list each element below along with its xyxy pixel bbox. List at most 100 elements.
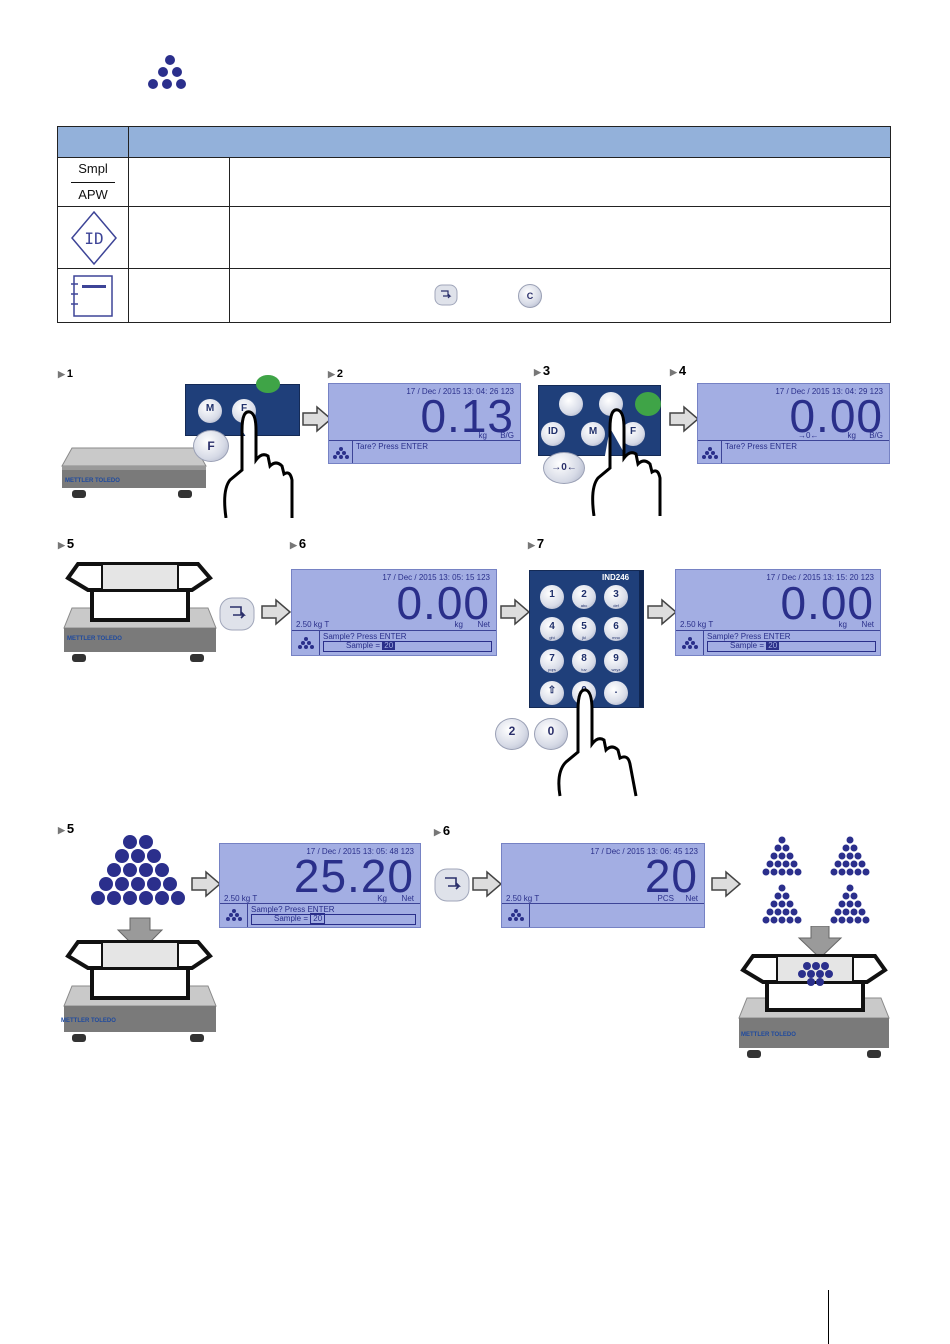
keypad-fragment: ID M F <box>538 385 661 456</box>
digit-0-button[interactable]: 0 <box>534 718 568 750</box>
piece-dot <box>850 844 858 852</box>
center-of-zero-indicator: →0← <box>798 431 819 440</box>
piece-dot <box>854 868 862 876</box>
display-timestamp: 17 / Dec / 2015 13: 05: 15 123 <box>382 573 490 582</box>
sample-value: 20 <box>766 641 780 650</box>
piece-dot <box>786 900 794 908</box>
zero-button[interactable]: →0← <box>543 452 585 484</box>
sample-pieces-icon <box>91 835 185 905</box>
arrow-right-icon <box>261 598 292 626</box>
brand-label: METTLER TOLEDO <box>65 478 120 484</box>
pointing-hand-icon <box>591 408 662 516</box>
clear-key-icon: C <box>518 284 542 308</box>
arrow-right-icon <box>191 870 222 898</box>
piece-dot <box>842 860 850 868</box>
display-prompt: Sample? Press ENTER <box>323 632 407 641</box>
step-label-7: ▶7 <box>528 536 545 551</box>
function-button[interactable]: F <box>193 430 229 462</box>
display-prompt: Sample? Press ENTER <box>251 905 335 914</box>
piece-dot <box>762 868 770 876</box>
piece-dot <box>838 868 846 876</box>
piece-count-icon <box>682 637 698 649</box>
lcd-display: 17 / Dec / 2015 13: 15: 20 123 0.00 2.50… <box>675 569 881 656</box>
pointing-hand-icon <box>557 688 638 797</box>
piece-dot <box>770 900 778 908</box>
svg-text:METTLER TOLEDO: METTLER TOLEDO <box>741 1032 796 1038</box>
piece-dot <box>782 860 790 868</box>
display-tare: 2.50 kg T <box>506 894 540 903</box>
svg-text:METTLER TOLEDO: METTLER TOLEDO <box>61 1018 116 1024</box>
table-row: ID <box>58 207 890 269</box>
piece-dot <box>830 868 838 876</box>
piece-dot <box>778 900 786 908</box>
display-count: 20 <box>644 850 698 902</box>
display-weight: 0.13 <box>420 390 514 442</box>
step-label-5: ▶5 <box>58 536 75 551</box>
piece-dot <box>762 916 770 924</box>
piece-dot <box>850 892 858 900</box>
m-key: M <box>581 422 605 446</box>
piece-count-icon <box>508 909 524 921</box>
piece-count-icon <box>226 909 242 921</box>
piece-dot <box>766 908 774 916</box>
enter-key-icon <box>434 284 458 306</box>
display-timestamp: 17 / Dec / 2015 13: 06: 45 123 <box>590 847 698 856</box>
display-timestamp: 17 / Dec / 2015 13: 04: 26 123 <box>406 387 514 396</box>
display-mode: Net <box>477 620 490 629</box>
piece-dot <box>838 900 846 908</box>
piece-dot <box>774 860 782 868</box>
keypad-key[interactable]: . <box>604 681 628 705</box>
piece-dot <box>854 916 862 924</box>
piece-dot <box>786 868 794 876</box>
id-diamond-icon: ID <box>71 210 117 266</box>
apw-label: APW <box>78 187 108 202</box>
piece-dot <box>782 892 790 900</box>
display-unit: kg <box>478 431 487 440</box>
piece-dot <box>778 852 786 860</box>
svg-text:METTLER TOLEDO: METTLER TOLEDO <box>67 636 122 642</box>
memory-table-icon <box>71 275 113 317</box>
display-mode: Net <box>685 894 698 903</box>
keypad-key[interactable]: 1 <box>540 585 564 609</box>
piece-count-icon <box>148 55 186 89</box>
lcd-display: 17 / Dec / 2015 13: 04: 26 123 0.13 kg B… <box>328 383 521 464</box>
function-table: Smpl APW ID C <box>57 126 891 323</box>
piece-dot <box>794 916 802 924</box>
arrow-right-icon <box>669 405 700 433</box>
sample-line: Sample = 20 <box>346 641 396 650</box>
digit-2-button[interactable]: 2 <box>495 718 529 750</box>
piece-dot <box>766 860 774 868</box>
piece-dot <box>846 868 854 876</box>
display-timestamp: 17 / Dec / 2015 13: 05: 48 123 <box>306 847 414 856</box>
piece-dot <box>834 908 842 916</box>
keypad-key[interactable]: ⇧ <box>540 681 564 705</box>
piece-dot <box>790 908 798 916</box>
piece-dot <box>846 900 854 908</box>
piece-dot <box>846 852 854 860</box>
piece-dot <box>862 868 870 876</box>
scale-with-container-illustration: METTLER TOLEDO <box>63 562 217 662</box>
enter-key-icon[interactable] <box>434 868 470 902</box>
piece-dot <box>854 900 862 908</box>
display-weight: 0.00 <box>396 577 490 629</box>
arrow-right-icon <box>711 870 742 898</box>
sample-line: Sample = 20 <box>274 913 326 924</box>
m-key: M <box>198 399 222 423</box>
piece-dot <box>862 916 870 924</box>
display-unit: PCS <box>657 894 674 903</box>
piece-dot <box>842 892 850 900</box>
display-mode: Net <box>861 620 874 629</box>
keypad-model-label: IND246 <box>602 573 630 582</box>
lcd-display: 17 / Dec / 2015 13: 05: 15 123 0.00 2.50… <box>291 569 497 656</box>
enter-key-icon[interactable] <box>219 597 255 631</box>
piece-dot <box>850 908 858 916</box>
table-row: Smpl APW <box>58 158 890 207</box>
